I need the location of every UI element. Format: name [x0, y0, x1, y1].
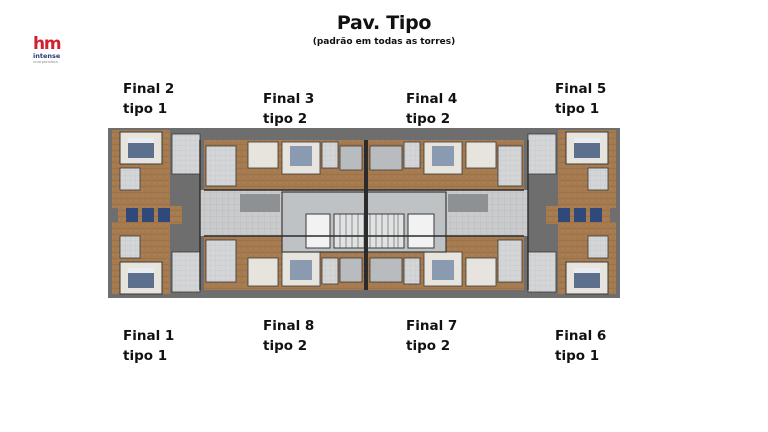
- elevator-right: [407, 213, 435, 249]
- unit-name: Final 3: [263, 91, 315, 107]
- unit-label-final-1: Final 1 tipo 1: [123, 326, 174, 366]
- unit-final-2-plan: [112, 130, 201, 208]
- unit-type: tipo 2: [263, 111, 308, 127]
- unit-label-final-2: Final 2 tipo 1: [123, 79, 174, 119]
- bed-icon: [290, 260, 312, 280]
- unit-name: Final 1: [123, 328, 175, 344]
- logo-mark: hm: [33, 34, 62, 54]
- unit-type: tipo 1: [123, 101, 168, 117]
- brand-logo: hm intense incorporadora: [33, 34, 71, 65]
- unit-name: Final 2: [123, 81, 175, 97]
- unit-label-final-6: Final 6 tipo 1: [555, 326, 606, 366]
- page-subtitle: (padrão em todas as torres): [312, 37, 456, 47]
- bed-icon: [432, 260, 454, 280]
- unit-type: tipo 1: [555, 348, 600, 364]
- unit-type: tipo 1: [123, 348, 168, 364]
- unit-label-final-3: Final 3 tipo 2: [263, 89, 314, 129]
- bed-icon: [432, 146, 454, 166]
- unit-label-final-7: Final 7 tipo 2: [406, 316, 457, 356]
- unit-final-8-plan: [204, 236, 364, 290]
- unit-name: Final 5: [555, 81, 607, 97]
- unit-final-5-plan: [527, 130, 616, 208]
- elevator-left: [305, 213, 331, 249]
- unit-label-final-5: Final 5 tipo 1: [555, 79, 606, 119]
- bed-icon: [290, 146, 312, 166]
- unit-type: tipo 2: [263, 338, 308, 354]
- unit-name: Final 6: [555, 328, 607, 344]
- unit-final-4-plan: [368, 140, 524, 190]
- unit-name: Final 4: [406, 91, 458, 107]
- unit-label-final-8: Final 8 tipo 2: [263, 316, 314, 356]
- unit-type: tipo 2: [406, 111, 451, 127]
- unit-label-final-4: Final 4 tipo 2: [406, 89, 457, 129]
- logo-wordmark: intense: [33, 52, 61, 60]
- party-wall: [364, 140, 368, 290]
- unit-final-3-plan: [204, 140, 364, 190]
- unit-final-6-plan: [527, 222, 616, 295]
- unit-type: tipo 1: [555, 101, 600, 117]
- unit-name: Final 7: [406, 318, 458, 334]
- unit-name: Final 8: [263, 318, 315, 334]
- unit-final-1-plan: [112, 222, 201, 295]
- stairs: [333, 213, 405, 249]
- page-title: Pav. Tipo: [336, 12, 432, 34]
- unit-type: tipo 2: [406, 338, 451, 354]
- logo-subtext: incorporadora: [33, 60, 58, 64]
